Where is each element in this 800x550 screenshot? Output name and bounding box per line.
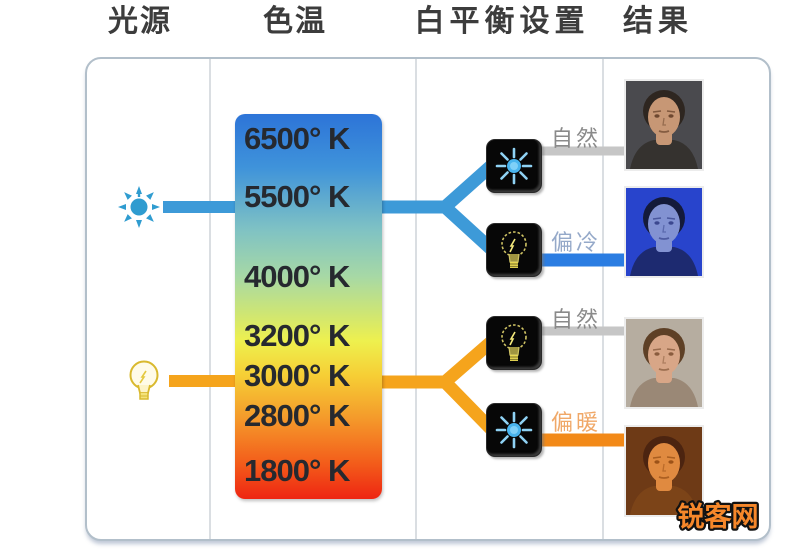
wb-setting-incandescent-square	[486, 316, 542, 370]
wb-setting-daylight-square	[486, 139, 542, 193]
wb-setting-daylight-square	[486, 403, 542, 457]
wb-label-natural-1: 自然	[551, 126, 602, 151]
connector-lines	[163, 146, 627, 447]
sun-wb-icon	[495, 147, 533, 185]
column-header-white-balance-setting: 白平衡设置	[414, 5, 590, 38]
wb-setting-incandescent-square	[486, 223, 542, 277]
column-header-color-temperature: 色温	[263, 5, 327, 38]
bulb-icon	[129, 360, 159, 400]
result-photo-natural-2	[624, 317, 704, 409]
blue-fork-branches	[438, 161, 496, 254]
diagram-panel: 6500° K 5500° K 4000° K 3200° K 3000° K …	[85, 57, 771, 541]
watermark-text: 锐客网	[678, 501, 759, 532]
temp-label-5500k: 5500° K	[244, 179, 350, 214]
sun-icon	[118, 186, 160, 228]
wb-label-cool: 偏冷	[551, 230, 602, 255]
column-separator	[415, 59, 417, 539]
temp-label-3000k: 3000° K	[244, 358, 350, 393]
wb-label-warm: 偏暖	[551, 410, 602, 435]
bulb-wb-icon	[501, 324, 527, 361]
column-header-result: 结果	[623, 5, 693, 38]
temp-label-4000k: 4000° K	[244, 259, 350, 294]
temp-label-3200k: 3200° K	[244, 318, 350, 353]
result-photo-cool-blue	[624, 186, 704, 278]
temp-label-2800k: 2800° K	[244, 398, 350, 433]
column-separator	[209, 59, 211, 539]
result-photo-natural-1	[624, 79, 704, 171]
color-temperature-scale: 6500° K 5500° K 4000° K 3200° K 3000° K …	[235, 114, 382, 499]
result-photo-warm-orange	[624, 425, 704, 517]
sun-wb-icon	[495, 411, 533, 449]
bulb-wb-icon	[501, 231, 527, 268]
watermark-logo: 锐客网	[675, 499, 761, 535]
temp-label-1800k: 1800° K	[244, 453, 350, 488]
orange-fork-branches	[438, 337, 496, 434]
wb-label-natural-2: 自然	[551, 307, 602, 332]
column-header-light-source: 光源	[108, 5, 172, 38]
temp-label-6500k: 6500° K	[244, 121, 350, 156]
column-separator	[602, 59, 604, 539]
